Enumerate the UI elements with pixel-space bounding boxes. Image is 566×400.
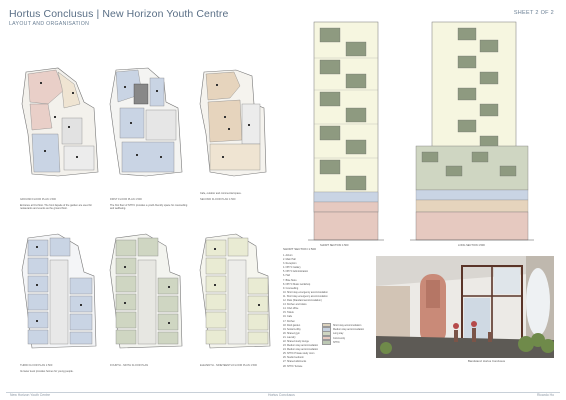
legend-item: 18. Roof garden — [283, 323, 301, 327]
footer-left: New Horizon Youth Centre — [10, 393, 50, 397]
short-section-label: SHORT SECTION 1:500 — [320, 244, 349, 247]
plan-label-eleventh: ELEVENTH - NINETEENTH FLOOR PLAN 1:500 — [200, 364, 257, 367]
legend-item: 17. Kitchen — [283, 319, 295, 323]
legend-item: 28. NHYC Terrace — [283, 364, 303, 368]
legend-item: 3. Reception — [283, 262, 297, 266]
legend-item: 2. Main Hall — [283, 258, 296, 262]
third-floor-plan — [21, 233, 97, 349]
plan-label-first: FIRST FLOOR PLAN 1:500 — [110, 198, 142, 201]
legend-title: SHORT SECTION 1:500 — [283, 247, 316, 251]
legend-item: 12. Flats (Standard accommodation) — [283, 299, 322, 303]
plan-note-second: Cafe, outdoor and commercial space. — [200, 192, 242, 195]
legend-item: 24. Medium stay accommodation — [283, 348, 319, 352]
legend-item: 7. Bike Store — [283, 278, 297, 282]
sheet-subtitle: LAYOUT AND ORGANISATION — [9, 21, 90, 27]
footer-rule — [6, 392, 560, 393]
key-swatch — [322, 340, 331, 345]
plan-label-fourth: FOURTH - NINTH FLOOR PLAN — [110, 364, 149, 367]
plan-label-ground: GROUND FLOOR PLAN 1:500 — [20, 198, 56, 201]
legend-item: 14. Chef office — [283, 307, 299, 311]
key-swatch — [322, 327, 331, 332]
key-label: Short stay accommodation — [333, 323, 362, 327]
legend-item: 5. NHYC Administration — [283, 270, 309, 274]
plan-label-second: SECOND FLOOR PLAN 1:500 — [200, 198, 236, 201]
legend-item: 1. Atrium — [283, 254, 293, 257]
interior-render — [376, 256, 554, 358]
legend-item: 19. Social Lobby — [283, 327, 301, 331]
long-section — [410, 21, 534, 241]
legend-item: 23. Medium stay accommodation — [283, 344, 319, 348]
legend-item: 6. Hall — [283, 274, 290, 278]
eleventh-nineteenth-floor-plan — [199, 233, 271, 349]
plan-note-first: The first floor of NHYC provides a youth… — [110, 204, 188, 211]
render-caption: Bandstand: Hortus Conclusus — [468, 359, 506, 363]
plan-note-ground: Entrance at first floor. The front façad… — [20, 204, 92, 211]
key-label: NHYC — [333, 340, 340, 344]
legend-item: 10. Short stay emergency accommodation — [283, 290, 328, 294]
legend-item: 16. Cafe — [283, 315, 293, 319]
sheet-title: Hortus Conclusus | New Horizon Youth Cen… — [9, 8, 229, 20]
legend-item: 9. Counselling — [283, 286, 299, 290]
key-swatch — [322, 335, 331, 341]
key-row: Medium stay accommodation — [322, 327, 370, 332]
key-swatch — [322, 322, 331, 328]
key-label: Medium stay accommodation — [333, 327, 365, 331]
legend-item: 21. Laundry — [283, 335, 296, 339]
legend-item: 25. NHYC Private study room — [283, 352, 315, 356]
key-row: Community — [322, 335, 370, 341]
footer-center: Hortus Conclusus — [268, 393, 295, 397]
key-label: Community — [333, 336, 346, 340]
key-row: NHYC — [322, 340, 370, 345]
second-floor-plan — [199, 69, 267, 177]
legend-item: 11. Short stay emergency accommodation — [283, 294, 328, 298]
key-swatch — [322, 331, 331, 337]
first-floor-plan — [109, 67, 183, 177]
legend-item: 26. Studio bedroom — [283, 356, 304, 360]
short-section — [308, 21, 384, 241]
fourth-ninth-floor-plan — [109, 233, 183, 349]
legend-item: 20. Shared gym — [283, 331, 300, 335]
plan-label-third: THIRD FLOOR PLAN 1:500 — [20, 364, 53, 367]
footer-right: Ricardo Ho — [537, 393, 554, 397]
plan-note-third: Its lower level provides homes for young… — [20, 370, 74, 373]
legend-item: 8. NHYC Music workshop — [283, 282, 311, 286]
legend-item: 15. Toilets — [283, 311, 294, 315]
key-row: Long stay — [322, 331, 370, 337]
sheet-number: SHEET 2 OF 2 — [513, 10, 554, 16]
legend-item: 4. NHYC Gallery — [283, 266, 301, 270]
key-row: Short stay accommodation — [322, 322, 370, 328]
long-section-label: LONG SECTION 1:500 — [458, 244, 485, 247]
legend-item: 13. Kitchen and toilets — [283, 303, 307, 307]
legend-item: 27. Shared allotments — [283, 360, 307, 364]
key-label: Long stay — [333, 332, 344, 336]
ground-floor-plan — [21, 67, 99, 177]
legend-item: 22. Shared study lounge — [283, 339, 309, 343]
